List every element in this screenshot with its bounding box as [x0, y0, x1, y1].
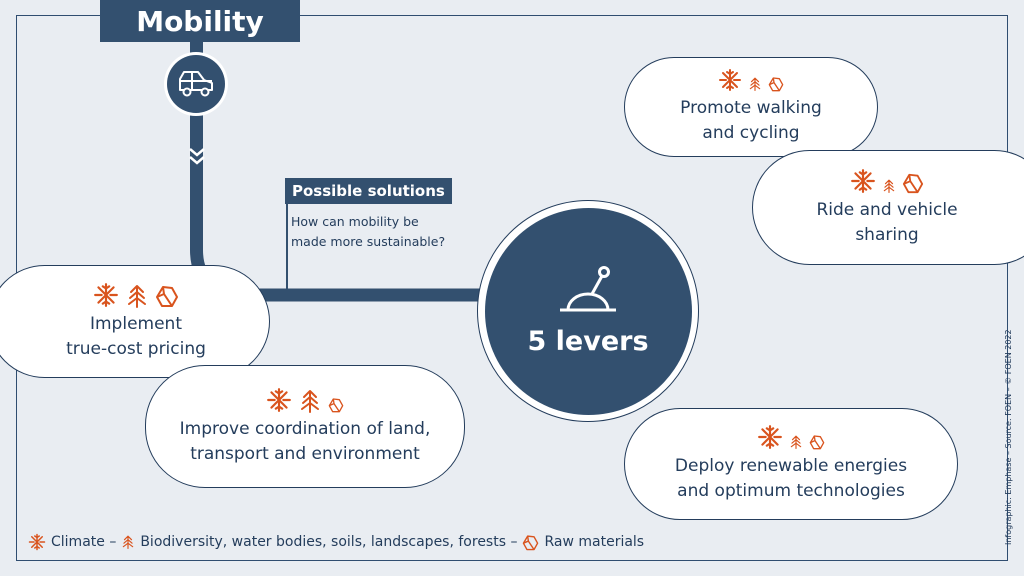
raw-materials-icon: [522, 534, 539, 551]
lever-label: Improve coordination of land,: [179, 418, 431, 439]
lever-label: Ride and vehicle: [816, 199, 958, 220]
lever-ride-vehicle-sharing: Ride and vehicle sharing: [752, 150, 1024, 265]
raw-materials-icon: [328, 397, 344, 413]
lever-label: sharing: [855, 224, 919, 245]
lever-label: Implement: [89, 313, 182, 334]
climate-icon: [757, 424, 783, 450]
chevron-down-icon: [189, 148, 205, 165]
question-line: made more sustainable?: [291, 234, 446, 249]
biodiversity-icon: [789, 434, 803, 450]
lever-label: transport and environment: [190, 443, 420, 464]
solutions-connector: [286, 178, 288, 290]
raw-materials-icon: [902, 172, 924, 194]
lever-label: Promote walking: [680, 98, 822, 118]
lever-label: and optimum technologies: [677, 481, 905, 501]
legend-biodiversity: Biodiversity, water bodies, soils, lands…: [140, 534, 518, 550]
question-line: How can mobility be: [291, 214, 419, 229]
lever-label: true-cost pricing: [66, 338, 206, 359]
car-badge: [164, 52, 228, 116]
car-icon: [179, 71, 213, 97]
lever-label: Deploy renewable energies: [674, 456, 908, 476]
biodiversity-icon: [882, 178, 896, 194]
lever-renewable-energies: Deploy renewable energies and optimum te…: [624, 408, 958, 520]
lever-improve-coordination: Improve coordination of land, transport …: [145, 365, 465, 488]
biodiversity-icon: [121, 533, 135, 551]
climate-icon: [93, 282, 119, 308]
lever-label: and cycling: [702, 123, 800, 143]
levers-hub: 5 levers: [477, 200, 699, 422]
lever-promote-walking-cycling: Promote walking and cycling: [624, 57, 878, 157]
biodiversity-icon: [125, 284, 149, 308]
climate-icon: [718, 68, 742, 92]
possible-solutions-label: Possible solutions: [285, 178, 452, 204]
page-title: Mobility: [100, 0, 300, 42]
legend: Climate – Biodiversity, water bodies, so…: [28, 533, 644, 551]
lever-icon: [560, 265, 616, 311]
climate-icon: [266, 387, 292, 413]
biodiversity-icon: [748, 76, 762, 92]
raw-materials-icon: [768, 76, 784, 92]
credit-line: Infographic: Emphase – Source: FOEN – © …: [1004, 329, 1013, 545]
levers-count-label: 5 levers: [527, 325, 649, 357]
raw-materials-icon: [809, 434, 825, 450]
raw-materials-icon: [155, 284, 179, 308]
lever-true-cost-pricing: Implement true-cost pricing: [0, 265, 270, 378]
legend-climate: Climate –: [51, 534, 117, 550]
possible-solutions-question: How can mobility be made more sustainabl…: [291, 212, 445, 252]
biodiversity-icon: [298, 389, 322, 413]
climate-icon: [850, 168, 876, 194]
legend-raw-materials: Raw materials: [544, 534, 645, 550]
climate-icon: [28, 533, 46, 551]
